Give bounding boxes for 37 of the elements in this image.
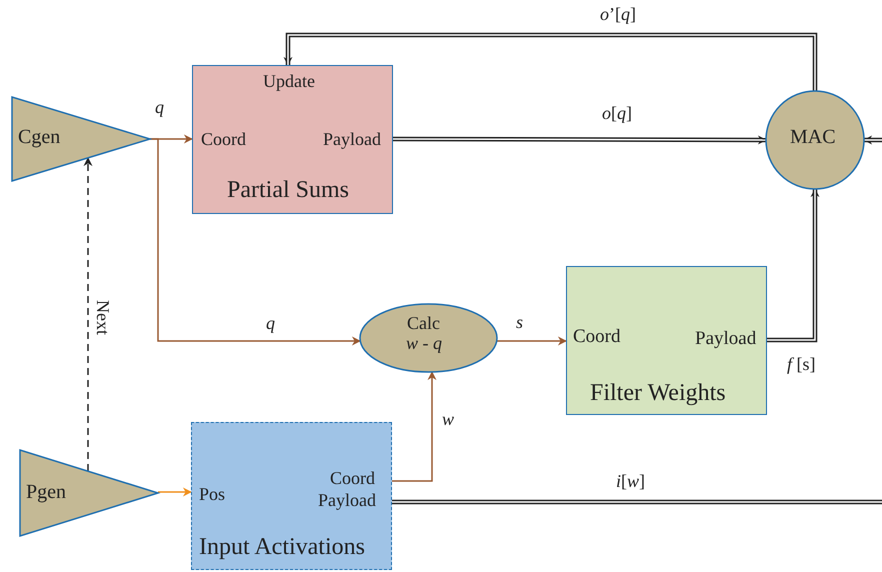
node-label: Coord	[330, 469, 375, 487]
edge-label: i[w]	[616, 472, 646, 490]
node-label: Update	[263, 72, 315, 90]
process-box	[192, 65, 393, 214]
node-label: Pos	[199, 485, 226, 503]
node-label: Payload	[695, 329, 756, 348]
node-label: w - q	[406, 334, 442, 352]
node-label: Pgen	[26, 482, 66, 502]
double-line-arrow	[393, 135, 767, 144]
node-label: Payload	[318, 491, 376, 509]
process-box	[566, 266, 767, 415]
double-line-arrow	[767, 188, 820, 342]
edge-label: Next	[94, 300, 112, 335]
process-box	[191, 422, 392, 570]
edge-label: f [s]	[787, 355, 816, 373]
edge-label: o[q]	[602, 104, 632, 122]
calc-ellipse	[360, 304, 497, 372]
node-label: Partial Sums	[227, 178, 350, 202]
node-label: Cgen	[18, 127, 60, 147]
mac-circle	[766, 91, 864, 189]
node-label: MAC	[790, 127, 836, 147]
edge-label: o’[q]	[600, 5, 636, 23]
node-label: Filter Weights	[590, 381, 726, 405]
arrow	[497, 336, 567, 346]
generator-triangle	[12, 97, 150, 181]
arrow	[392, 371, 436, 482]
double-line-arrow	[284, 32, 818, 91]
arrow	[150, 138, 361, 346]
arrow	[84, 157, 92, 471]
arrow	[158, 488, 192, 496]
node-label: Calc	[407, 314, 440, 332]
generator-triangle	[20, 450, 158, 536]
node-label: Coord	[201, 130, 246, 148]
double-line-arrow	[863, 136, 882, 144]
node-label: Coord	[573, 327, 620, 346]
node-label: Input Activations	[199, 535, 365, 559]
node-label: Payload	[323, 130, 381, 148]
